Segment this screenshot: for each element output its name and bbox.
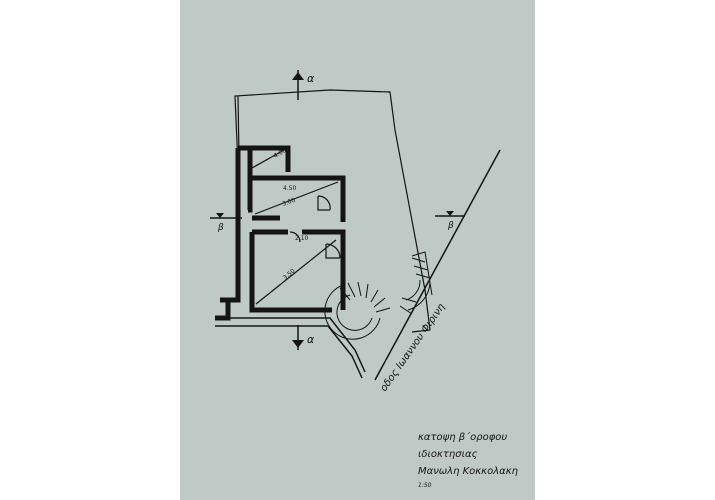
title-line-2: ιδιοκτησιας [418, 449, 478, 460]
dimension-label: 2.10 [295, 235, 309, 242]
street-edges [215, 149, 501, 381]
building-walls [215, 145, 346, 321]
svg-text:β: β [217, 223, 224, 233]
section-marker-a-top: α [292, 70, 315, 100]
section-marker-b-right: β [435, 211, 465, 231]
title-line-3: Μανωλη Κοκκολακη [418, 466, 518, 477]
floor-plan-drawing: α α β β 4.00 4.50 3.00 2.10 3.50 οδος Ιω… [210, 70, 501, 394]
svg-text:α: α [307, 72, 315, 85]
street-label: οδος Ιωαννου Φιρινη [378, 302, 447, 394]
dimension-label: 4.50 [283, 185, 297, 192]
dimension-label: 3.00 [281, 197, 296, 208]
drawing-sheet: α α β β 4.00 4.50 3.00 2.10 3.50 οδος Ιω… [180, 0, 535, 500]
svg-text:α: α [307, 333, 315, 346]
room-diagonals [251, 149, 339, 305]
spiral-stairs [324, 251, 433, 340]
title-scale: 1:50 [418, 482, 432, 489]
section-marker-b-left: β [210, 213, 242, 233]
title-line-1: κατοψη β΄οροφου [418, 432, 508, 443]
svg-text:β: β [447, 221, 454, 231]
door-arcs [289, 195, 341, 259]
section-marker-a-bottom: α [292, 325, 315, 350]
dimension-label: 3.50 [282, 267, 297, 281]
